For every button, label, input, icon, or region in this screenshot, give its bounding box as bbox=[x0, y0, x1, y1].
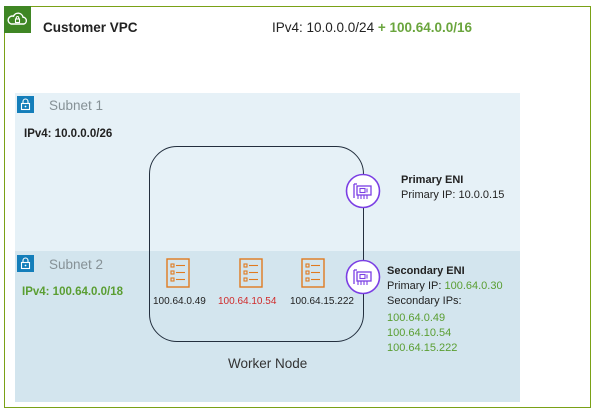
vpc-cidr-secondary: + 100.64.0.0/16 bbox=[377, 20, 473, 35]
secondary-eni-primary-ip-value: 100.64.0.30 bbox=[444, 280, 503, 292]
secondary-eni-title: Secondary ENI bbox=[387, 265, 465, 277]
subnet-1-cidr: IPv4: 10.0.0.0/26 bbox=[24, 128, 113, 140]
vpc-cidr-primary: IPv4: 10.0.0.0/24 bbox=[272, 20, 375, 35]
primary-eni-title: Primary ENI bbox=[401, 174, 464, 186]
vpc-container bbox=[4, 6, 591, 408]
secondary-ip-3: 100.64.15.222 bbox=[387, 342, 458, 354]
padlock-icon bbox=[17, 96, 34, 113]
vpc-cidr: IPv4: 10.0.0.0/24 + 100.64.0.0/16 bbox=[272, 20, 472, 35]
primary-eni-ip: Primary IP: 10.0.0.15 bbox=[401, 189, 505, 201]
network-interface-icon bbox=[345, 173, 381, 214]
vpc-cloud-lock-icon bbox=[4, 6, 31, 33]
secondary-eni-primary-ip-label: Primary IP: bbox=[387, 280, 442, 292]
worker-node-label: Worker Node bbox=[228, 356, 308, 371]
container-icon bbox=[301, 258, 325, 293]
secondary-ip-1: 100.64.0.49 bbox=[387, 312, 446, 324]
container-icon bbox=[166, 258, 190, 293]
secondary-eni-primary-ip: Primary IP: 100.64.0.30 bbox=[387, 280, 503, 292]
subnet-1-title: Subnet 1 bbox=[49, 98, 104, 113]
pod-ip-2: 100.64.10.54 bbox=[218, 296, 277, 307]
secondary-ip-2: 100.64.10.54 bbox=[387, 327, 452, 339]
subnet-2-title: Subnet 2 bbox=[49, 257, 104, 272]
padlock-icon bbox=[17, 255, 34, 272]
subnet-1 bbox=[15, 93, 520, 251]
pod-ip-3: 100.64.15.222 bbox=[290, 296, 354, 307]
container-icon bbox=[239, 258, 263, 293]
pod-ip-1: 100.64.0.49 bbox=[153, 296, 206, 307]
vpc-title: Customer VPC bbox=[43, 20, 138, 35]
subnet-2 bbox=[15, 251, 520, 402]
worker-node bbox=[149, 146, 364, 342]
subnet-2-cidr: IPv4: 100.64.0.0/18 bbox=[22, 286, 124, 298]
network-interface-icon bbox=[345, 259, 381, 300]
secondary-eni-secondary-label: Secondary IPs: bbox=[387, 295, 462, 307]
